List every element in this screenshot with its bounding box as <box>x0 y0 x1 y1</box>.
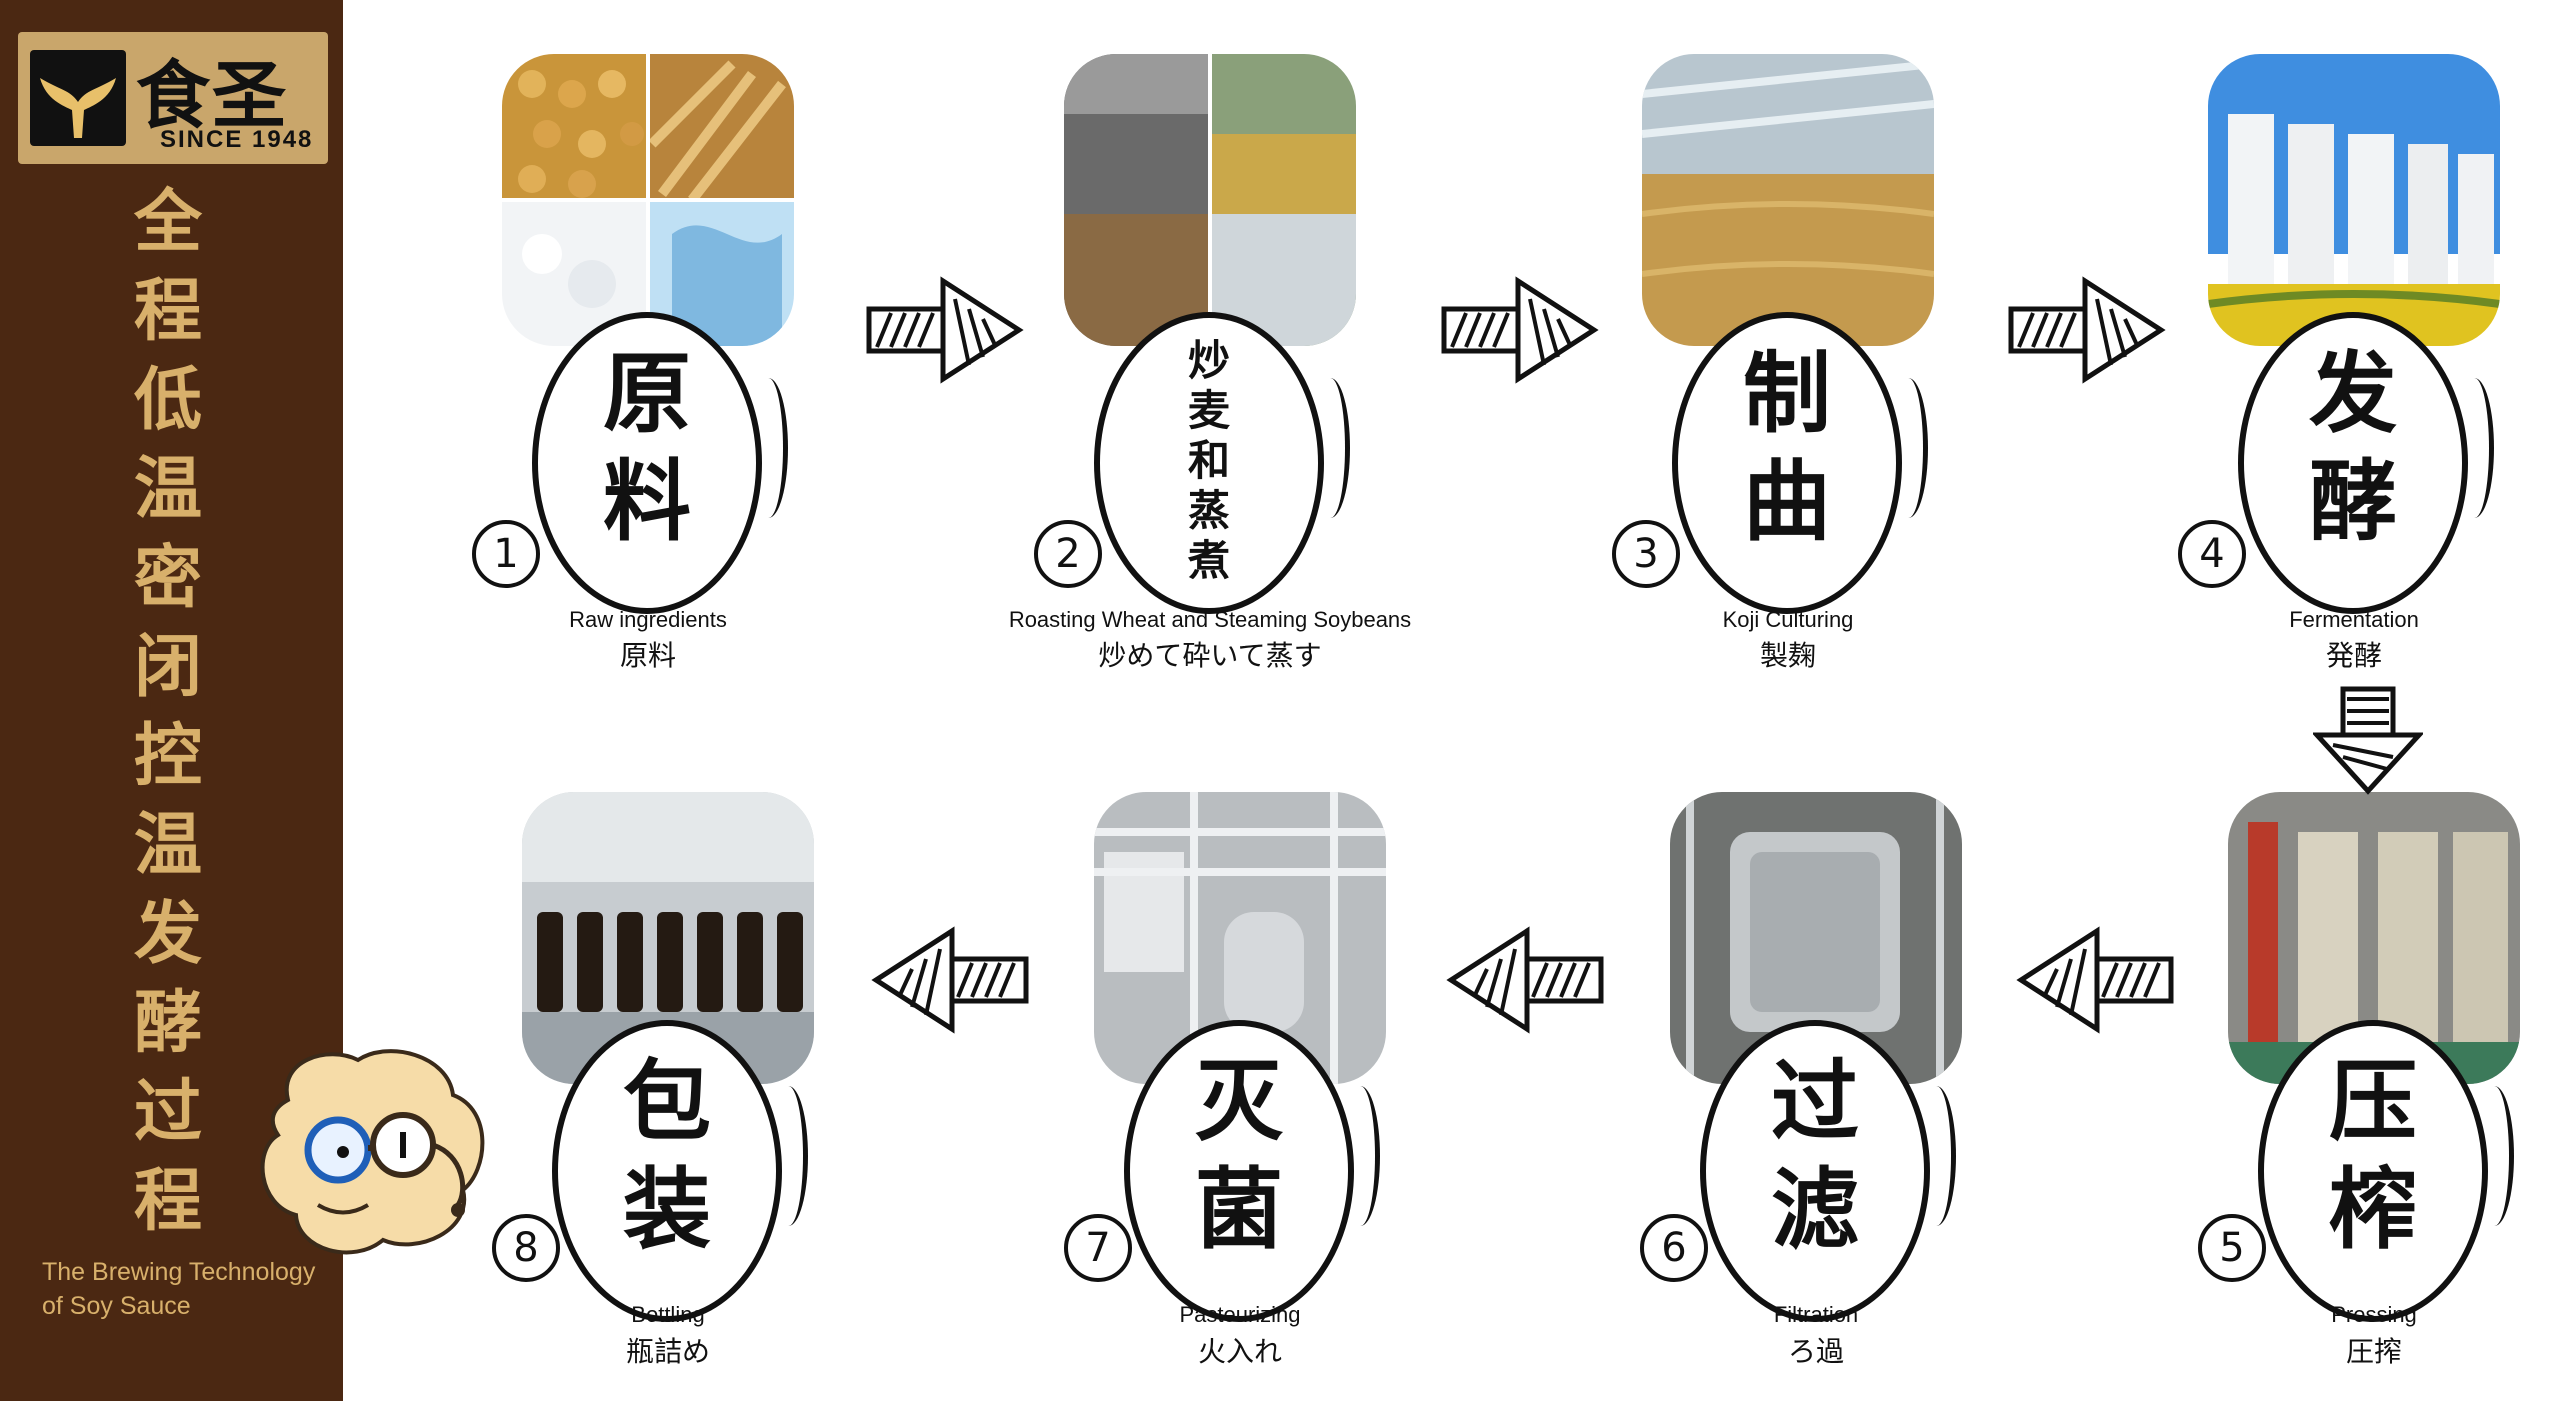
subtitle-line: The Brewing Technology <box>42 1258 316 1286</box>
step-char: 和 <box>1187 436 1230 485</box>
step-number: 1 <box>472 520 540 588</box>
step-caption-jp: 原料 <box>619 639 676 672</box>
step-caption-en: Pressing <box>2331 1302 2417 1327</box>
process-step-1: 原 料 1 Raw ingredients <box>472 54 802 632</box>
arrow-down-icon <box>2313 686 2423 795</box>
process-step-5: 压 榨 5 Pressing <box>2198 792 2528 1352</box>
arrow-left-icon <box>871 926 1029 1034</box>
step-caption-jp: 火入れ <box>1197 1335 1282 1368</box>
step-label-oval: 灭 菌 <box>1124 1020 1380 1322</box>
vertical-title: 全 程 低 温 密 闭 控 温 发 酵 过 程 <box>118 178 218 1246</box>
step-number: 7 <box>1064 1214 1132 1282</box>
step-char: 过 <box>1770 1050 1859 1153</box>
arrow-right-icon <box>866 276 1024 384</box>
title-char: 过 <box>133 1073 202 1152</box>
title-char: 程 <box>133 1162 202 1241</box>
step-label-oval: 原 料 <box>532 312 788 614</box>
step-label-oval: 过 滤 <box>1700 1020 1956 1322</box>
process-step-7: 灭 菌 7 Pasteurizing <box>1064 792 1394 1352</box>
brand-name: 食圣 <box>136 53 288 139</box>
title-char: 闭 <box>133 628 202 707</box>
title-char: 温 <box>133 450 202 529</box>
sidebar: 食圣 SINCE 1948 全 程 低 温 密 闭 控 温 发 酵 过 程 Th… <box>0 0 343 1401</box>
title-char: 程 <box>133 272 202 351</box>
step-char: 灭 <box>1194 1050 1283 1153</box>
title-char: 全 <box>133 183 202 262</box>
step-char: 压 <box>2328 1050 2417 1153</box>
step-char: 发 <box>2308 342 2397 445</box>
step-label-oval: 炒 麦 和 蒸 煮 <box>1094 312 1350 614</box>
sidebar-subtitle: The Brewing Technology of Soy Sauce <box>42 1255 342 1323</box>
step-char: 酵 <box>2308 450 2397 553</box>
tanks-photo <box>2208 54 2500 346</box>
step-char: 榨 <box>2328 1158 2417 1261</box>
step-number: 2 <box>1034 520 1102 588</box>
process-step-2: 炒 麦 和 蒸 煮 2 Roasting Wheat and Steaming … <box>1009 54 1411 632</box>
process-step-6: 过 滤 6 Filtration <box>1640 792 1970 1352</box>
step-caption-jp: 炒めて砕いて蒸す <box>1098 639 1322 672</box>
subtitle-line: of Soy Sauce <box>42 1292 191 1320</box>
pasteurizer-photo <box>1094 792 1386 1084</box>
step-char: 料 <box>602 450 691 553</box>
title-char: 温 <box>133 806 202 885</box>
step-caption-en: Filtration <box>1773 1302 1859 1327</box>
process-step-3: 制 曲 3 Koji Culturing <box>1612 54 1942 632</box>
step-caption-jp: ろ過 <box>1787 1335 1844 1368</box>
step-number: 4 <box>2178 520 2246 588</box>
title-char: 密 <box>133 539 202 618</box>
step-label-oval: 包 装 <box>552 1020 808 1322</box>
title-char: 酵 <box>133 984 202 1063</box>
step-label-oval: 压 榨 <box>2258 1020 2514 1322</box>
ingredients-photo <box>502 54 794 346</box>
title-char: 发 <box>133 895 202 974</box>
brand-logo: 食圣 SINCE 1948 <box>18 32 328 164</box>
filter-photo <box>1670 792 1962 1084</box>
process-step-4: 发 酵 4 Fermentation <box>2178 54 2508 632</box>
step-number: 8 <box>492 1214 560 1282</box>
arrow-right-icon <box>1441 276 1599 384</box>
step-label-oval: 制 曲 <box>1672 312 1928 614</box>
step-caption-en: Fermentation <box>2289 607 2419 632</box>
step-char: 麦 <box>1187 386 1230 435</box>
step-caption-jp: 瓶詰め <box>625 1335 710 1368</box>
step-char: 制 <box>1742 342 1831 445</box>
title-char: 控 <box>133 717 202 796</box>
step-caption-en: Koji Culturing <box>1722 607 1854 632</box>
step-label-oval: 发 酵 <box>2238 312 2494 614</box>
step-caption-en: Pasteurizing <box>1179 1302 1301 1327</box>
step-char: 曲 <box>1742 450 1831 553</box>
arrow-left-icon <box>2016 926 2174 1034</box>
step-char: 包 <box>622 1050 711 1153</box>
step-caption-en: Roasting Wheat and Steaming Soybeans <box>1008 607 1412 632</box>
step-caption-jp: 発酵 <box>2325 639 2382 672</box>
step-number: 5 <box>2198 1214 2266 1282</box>
step-char: 原 <box>602 342 691 445</box>
process-step-8: 包 装 8 Bottling <box>492 792 822 1352</box>
koji-photo <box>1642 54 1934 346</box>
step-char: 菌 <box>1194 1158 1283 1261</box>
step-caption-jp: 圧搾 <box>2345 1335 2402 1368</box>
step-caption-jp: 製麹 <box>1759 639 1816 672</box>
step-caption-en: Raw ingredients <box>569 607 727 632</box>
roasting-photo <box>1064 54 1356 346</box>
step-char: 煮 <box>1187 536 1230 585</box>
arrow-right-icon <box>2008 276 2166 384</box>
title-char: 低 <box>133 361 202 440</box>
arrow-left-icon <box>1446 926 1604 1034</box>
step-caption-en: Bottling <box>631 1302 705 1327</box>
step-number: 6 <box>1640 1214 1708 1282</box>
step-char: 滤 <box>1770 1158 1859 1261</box>
brand-since: SINCE 1948 <box>160 126 314 153</box>
step-char: 装 <box>622 1158 711 1261</box>
whale-tail-icon <box>30 50 126 146</box>
mascot-icon <box>260 1049 485 1255</box>
step-char: 蒸 <box>1187 486 1230 535</box>
step-char: 炒 <box>1187 336 1230 385</box>
step-number: 3 <box>1612 520 1680 588</box>
